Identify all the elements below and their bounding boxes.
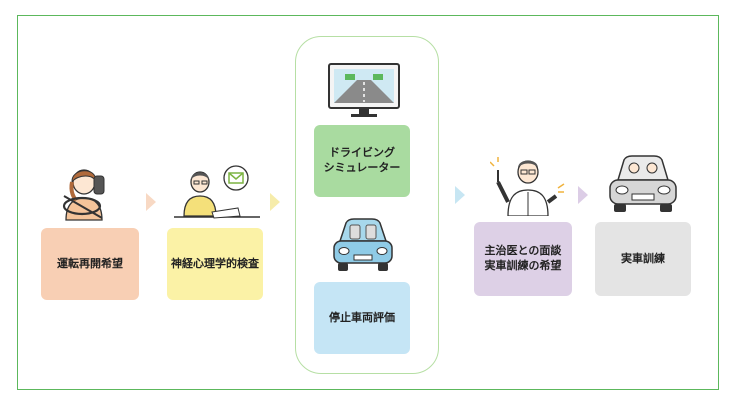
stopped-car-icon: [333, 218, 393, 271]
doctor-icon: [490, 157, 565, 216]
car-with-passengers-icon: [609, 155, 677, 212]
step-stopped-vehicle-evaluation: 停止車両評価: [314, 282, 410, 354]
flow-arrow: [578, 186, 588, 204]
step-driving-simulator: ドライビング シミュレーター: [314, 125, 410, 197]
woman-driver-icon: [62, 169, 105, 221]
flow-arrow: [455, 186, 465, 204]
simulator-monitor-icon: [328, 63, 400, 117]
step-real-car-training: 実車訓練: [595, 222, 691, 296]
flow-arrow: [146, 193, 156, 211]
flow-arrow: [270, 193, 280, 211]
step-restart-wish: 運転再開希望: [41, 228, 139, 300]
step-neuropsychological-test: 神経心理学的検査: [167, 228, 263, 300]
step-doctor-interview: 主治医との面談 実車訓練の希望: [474, 222, 572, 296]
psychologist-desk-icon: [174, 165, 260, 219]
evaluation-group: [295, 36, 439, 374]
diagram-frame: [17, 15, 719, 390]
